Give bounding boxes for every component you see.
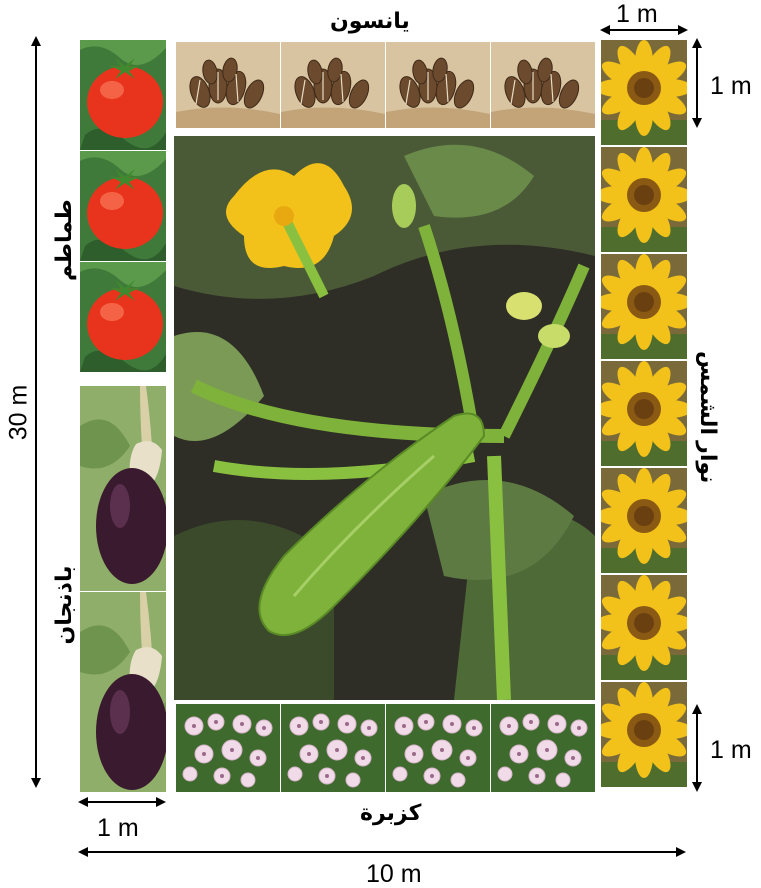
eggplant-icon bbox=[80, 592, 166, 792]
zucchini-plot bbox=[174, 136, 595, 700]
coriander-icon bbox=[386, 704, 490, 792]
eggplant-icon bbox=[80, 386, 166, 591]
anise-icon bbox=[491, 42, 595, 128]
sunflower-icon bbox=[601, 361, 687, 466]
sunflower-icon bbox=[601, 147, 687, 252]
tomato-icon bbox=[80, 40, 166, 150]
anise-icon bbox=[386, 42, 490, 128]
anise-icon bbox=[176, 42, 280, 128]
anise-label: يانسون bbox=[330, 10, 410, 32]
coriander-icon bbox=[176, 704, 280, 792]
coriander-label: كزبرة bbox=[360, 802, 421, 824]
tomato-label: طماطم bbox=[53, 201, 75, 281]
dim-30m-label: 30 m bbox=[7, 383, 32, 443]
tomato-icon bbox=[80, 151, 166, 261]
sunflower-label: نوار الشمس bbox=[697, 351, 719, 471]
tomato-icon bbox=[80, 262, 166, 372]
eggplant-plot bbox=[80, 386, 168, 792]
dim-1m-top-right-label: 1 m bbox=[616, 2, 658, 27]
anise-plot bbox=[176, 42, 594, 128]
sunflower-icon bbox=[601, 682, 687, 792]
coriander-icon bbox=[491, 704, 595, 792]
anise-icon bbox=[281, 42, 385, 128]
sunflower-plot bbox=[601, 40, 687, 792]
dim-1m-right-bottom-label: 1 m bbox=[710, 738, 752, 763]
coriander-plot bbox=[176, 704, 594, 792]
sunflower-icon bbox=[601, 575, 687, 680]
tomato-plot bbox=[80, 40, 168, 382]
dim-10m-label: 10 m bbox=[366, 862, 422, 887]
sunflower-icon bbox=[601, 468, 687, 573]
dim-1m-bottom-left-label: 1 m bbox=[97, 816, 139, 841]
sunflower-icon bbox=[601, 40, 687, 145]
zucchini-icon bbox=[174, 136, 595, 700]
sunflower-icon bbox=[601, 254, 687, 359]
coriander-icon bbox=[281, 704, 385, 792]
dim-1m-right-top-label: 1 m bbox=[710, 74, 752, 99]
eggplant-label: باذنجان bbox=[53, 555, 75, 655]
